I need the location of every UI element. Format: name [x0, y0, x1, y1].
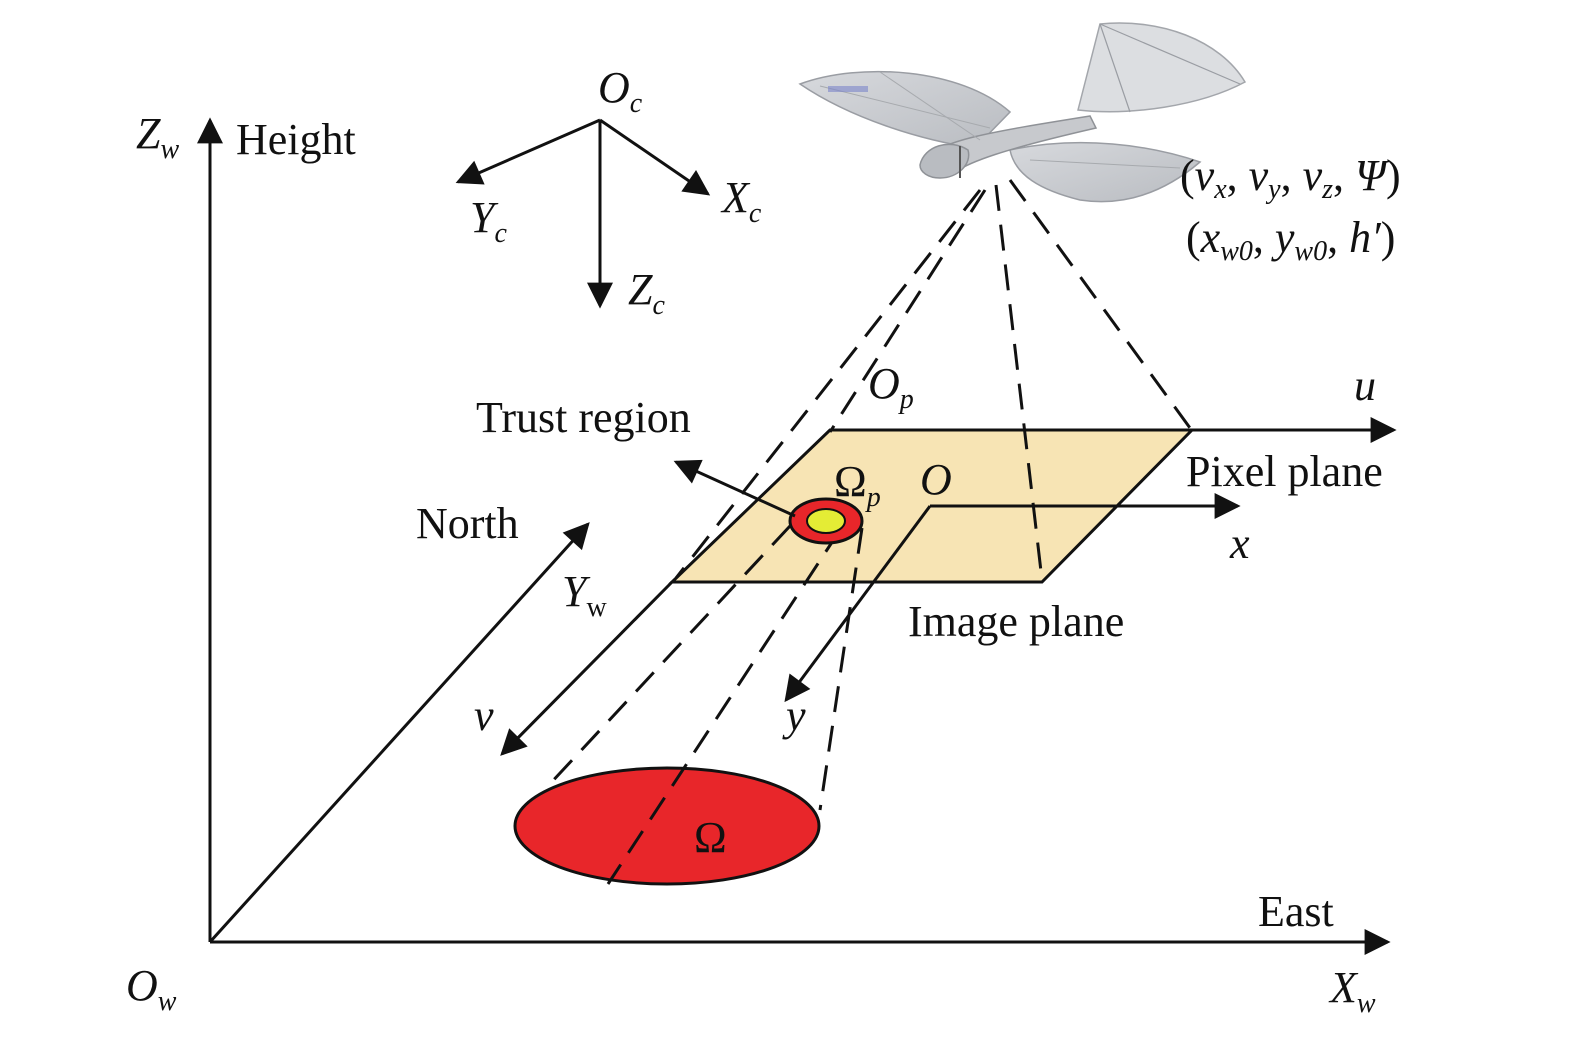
pixel-v-axis — [500, 580, 674, 756]
pixel-v-label: v — [474, 691, 494, 740]
image-x-label: x — [1229, 519, 1250, 568]
pixel-plane-label: Pixel plane — [1186, 447, 1383, 496]
flapping-wing-drone-icon — [798, 22, 1247, 203]
pixel-origin-label: Op — [868, 359, 914, 415]
image-plane-label: Image plane — [908, 597, 1124, 646]
trust-region-arrow — [673, 459, 796, 518]
target-region-label: Ω — [694, 813, 727, 862]
camera-x-axis — [599, 118, 711, 196]
camera-y-axis — [455, 118, 601, 185]
camera-frustum — [546, 179, 1192, 885]
world-y-label: Yw — [562, 567, 607, 623]
image-y-axis — [784, 505, 932, 703]
camera-z-label: Zc — [628, 265, 665, 321]
height-label: Height — [236, 115, 356, 164]
camera-y-label: Yc — [470, 193, 507, 249]
projected-region-label: Ωp — [834, 457, 881, 513]
world-x-label: Xw — [1328, 963, 1376, 1019]
camera-x-label: Xc — [720, 173, 762, 229]
projected-target-core — [806, 508, 846, 534]
east-label: East — [1258, 887, 1334, 936]
trust-region-label: Trust region — [476, 393, 691, 442]
world-z-label: Zw — [136, 109, 179, 165]
north-label: North — [416, 499, 519, 548]
image-origin-label: O — [920, 455, 952, 504]
target-region-ellipse — [513, 766, 821, 886]
image-y-label: y — [782, 691, 806, 740]
position-height-state: (xw0, yw0, h′) — [1186, 213, 1395, 267]
camera-origin-label: Oc — [598, 63, 643, 119]
pixel-u-label: u — [1354, 361, 1376, 410]
velocity-heading-state: (vx, vy, vz, Ψ) — [1180, 151, 1401, 205]
world-y-axis — [208, 522, 590, 944]
world-origin-label: Ow — [126, 961, 177, 1017]
